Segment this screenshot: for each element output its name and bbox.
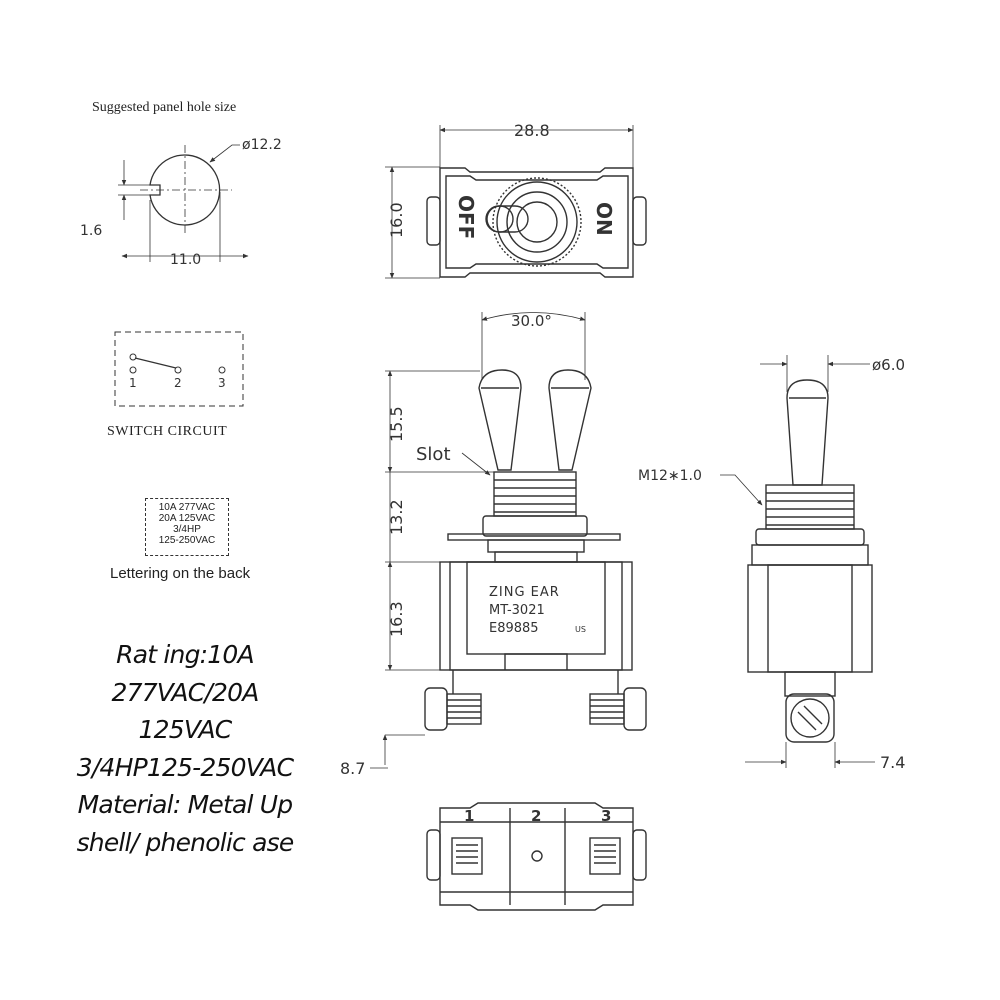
circuit-drawing [114, 331, 244, 407]
back-line: 10A 277VAC [158, 502, 216, 513]
side-terminal-label: 7.4 [880, 753, 905, 772]
back-lettering-box: 10A 277VAC 20A 125VAC 3/4HP 125-250VAC [145, 498, 229, 556]
top-width-label: 28.8 [514, 121, 550, 140]
bottom-terminal-2: 2 [531, 807, 541, 825]
circuit-terminal-1: 1 [129, 376, 137, 390]
on-label: ON [592, 202, 616, 236]
ul-mark-label: US [575, 625, 586, 634]
top-view-drawing [385, 125, 647, 279]
bottom-terminal-1: 1 [464, 807, 474, 825]
rating-line: shell/ phenolic ase [76, 827, 295, 857]
circuit-terminal-2: 2 [174, 376, 182, 390]
back-line: 125-250VAC [158, 535, 216, 546]
thread-label: M12∗1.0 [638, 468, 702, 484]
panel-hole-title: Suggested panel hole size [92, 100, 237, 115]
panel-flat-label: 1.6 [80, 223, 102, 239]
bushing-length-label: 13.2 [387, 499, 406, 535]
brand-label: ZING EAR [489, 585, 560, 600]
back-line: 20A 125VAC [158, 513, 216, 524]
side-view-drawing [720, 355, 875, 768]
top-height-label: 16.0 [387, 202, 406, 238]
rating-text: Rat ing:10A 277VAC/20A 125VAC 3/4HP125-2… [40, 636, 330, 861]
bottom-view-drawing [426, 802, 647, 911]
cert-label: E89885 [489, 621, 539, 636]
body-height-label: 16.3 [387, 601, 406, 637]
panel-dia-label: ø12.2 [242, 137, 282, 153]
lever-length-label: 15.5 [387, 406, 406, 442]
model-label: MT-3021 [489, 603, 545, 618]
lever-dia-label: ø6.0 [872, 356, 905, 374]
rating-line: Rat ing:10A [116, 640, 254, 669]
rating-line: 3/4HP125-250VAC [76, 752, 294, 782]
slot-label: Slot [416, 444, 451, 465]
circuit-terminal-3: 3 [218, 376, 226, 390]
terminal-height-label: 8.7 [340, 759, 365, 778]
panel-width-label: 11.0 [170, 252, 201, 268]
front-view-drawing [370, 312, 647, 769]
rating-line: 125VAC [138, 715, 233, 744]
rating-line: Material: Metal Up [77, 790, 293, 819]
panel-hole-drawing [118, 144, 249, 262]
angle-label: 30.0° [511, 312, 552, 330]
switch-circuit-title: SWITCH CIRCUIT [107, 424, 228, 439]
back-line: 3/4HP [173, 524, 201, 535]
back-lettering-caption: Lettering on the back [110, 565, 251, 582]
off-label: OFF [454, 195, 478, 239]
bottom-terminal-3: 3 [601, 807, 611, 825]
rating-line: 277VAC/20A [111, 677, 259, 707]
